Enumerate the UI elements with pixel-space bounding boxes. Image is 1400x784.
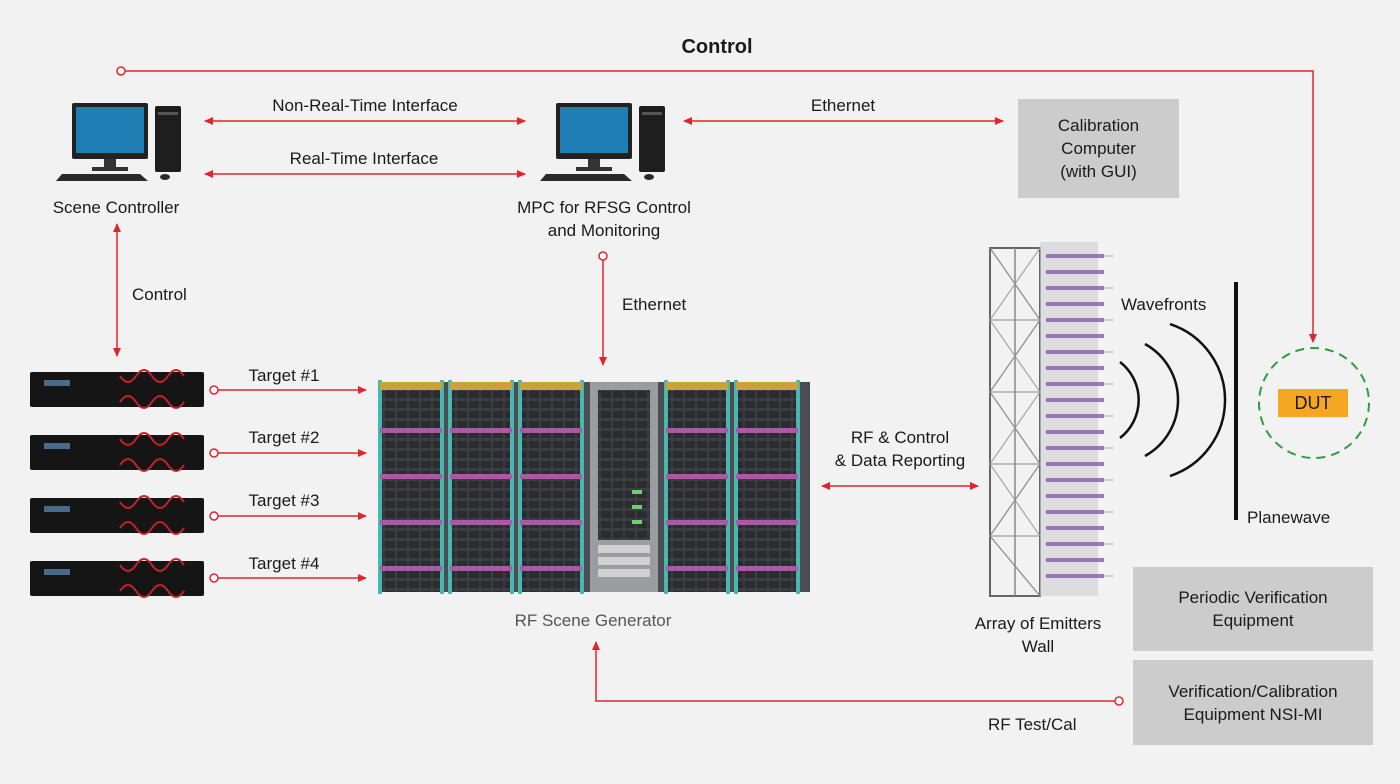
target-1-label: Target #1	[248, 366, 320, 385]
mpc-computer-icon	[540, 103, 665, 181]
periodic-verification-box: Periodic Verification Equipment	[1133, 567, 1373, 651]
wavefronts-label: Wavefronts	[1121, 295, 1207, 314]
ethernet-mid-arrow	[598, 251, 608, 366]
receiver-units	[30, 369, 204, 598]
scene-controller-label: Scene Controller	[52, 198, 180, 217]
receiver-unit-1	[30, 369, 204, 409]
rf-scene-generator-label: RF Scene Generator	[514, 611, 672, 630]
mpc-label: MPC for RFSG Control and Monitoring	[517, 196, 691, 242]
control-top-line	[116, 66, 1317, 343]
rt-interface-label: Real-Time Interface	[289, 149, 439, 168]
rf-control-label-line2: & Data Reporting	[834, 451, 966, 470]
calibration-line3: (with GUI)	[1060, 162, 1137, 181]
control-left-label: Control	[132, 285, 187, 304]
verification-calibration-box: Verification/Calibration Equipment NSI-M…	[1133, 660, 1373, 745]
non-rt-interface-label: Non-Real-Time Interface	[272, 96, 458, 115]
periodic-line1: Periodic Verification	[1178, 588, 1328, 607]
ethernet-mid-label: Ethernet	[622, 295, 687, 314]
rack-3	[518, 380, 584, 594]
receiver-unit-3	[30, 495, 204, 535]
rf-test-cal-line	[592, 641, 1124, 706]
verification-line2: Equipment NSI-MI	[1183, 704, 1323, 724]
receiver-unit-2	[30, 432, 204, 472]
rf-control-label-line1: RF & Control	[850, 428, 950, 447]
rack-5	[664, 380, 730, 594]
mpc-label-line1: MPC for RFSG Control	[517, 198, 691, 217]
dut-ring	[1258, 347, 1370, 459]
target-4-label: Target #4	[248, 554, 320, 573]
verification-line1: Verification/Calibration	[1168, 681, 1338, 701]
dut-box: DUT	[1278, 389, 1348, 417]
planewave-label: Planewave	[1247, 508, 1331, 527]
control-top-label: Control	[681, 36, 753, 58]
array-of-emitters-label: Array of Emitters Wall	[975, 612, 1102, 658]
rf-test-cal-label: RF Test/Cal	[988, 715, 1077, 734]
wavefront-arcs	[1119, 322, 1227, 478]
rack-6	[734, 380, 800, 594]
rack-4-center	[590, 382, 658, 592]
target-3-label: Target #3	[248, 491, 320, 510]
target-arrows	[209, 385, 367, 583]
calibration-line1: Calibration	[1057, 116, 1140, 135]
mpc-label-line2: and Monitoring	[547, 221, 661, 240]
periodic-line2: Equipment	[1212, 611, 1294, 630]
calibration-computer-box: Calibration Computer (with GUI)	[1018, 99, 1179, 198]
rack-1	[378, 380, 444, 594]
scene-controller-computer-icon	[56, 103, 181, 181]
rf-control-label: RF & Control & Data Reporting	[835, 426, 965, 472]
array-label-line1: Array of Emitters	[974, 614, 1102, 633]
calibration-line2: Computer	[1061, 139, 1136, 158]
array-label-line2: Wall	[1021, 637, 1055, 656]
receiver-unit-4	[30, 558, 204, 598]
ethernet-top-label: Ethernet	[810, 96, 876, 115]
target-2-label: Target #2	[248, 428, 320, 447]
emitter-array-wall	[989, 242, 1114, 597]
rf-scene-generator-racks	[378, 380, 810, 594]
rack-2	[448, 380, 514, 594]
